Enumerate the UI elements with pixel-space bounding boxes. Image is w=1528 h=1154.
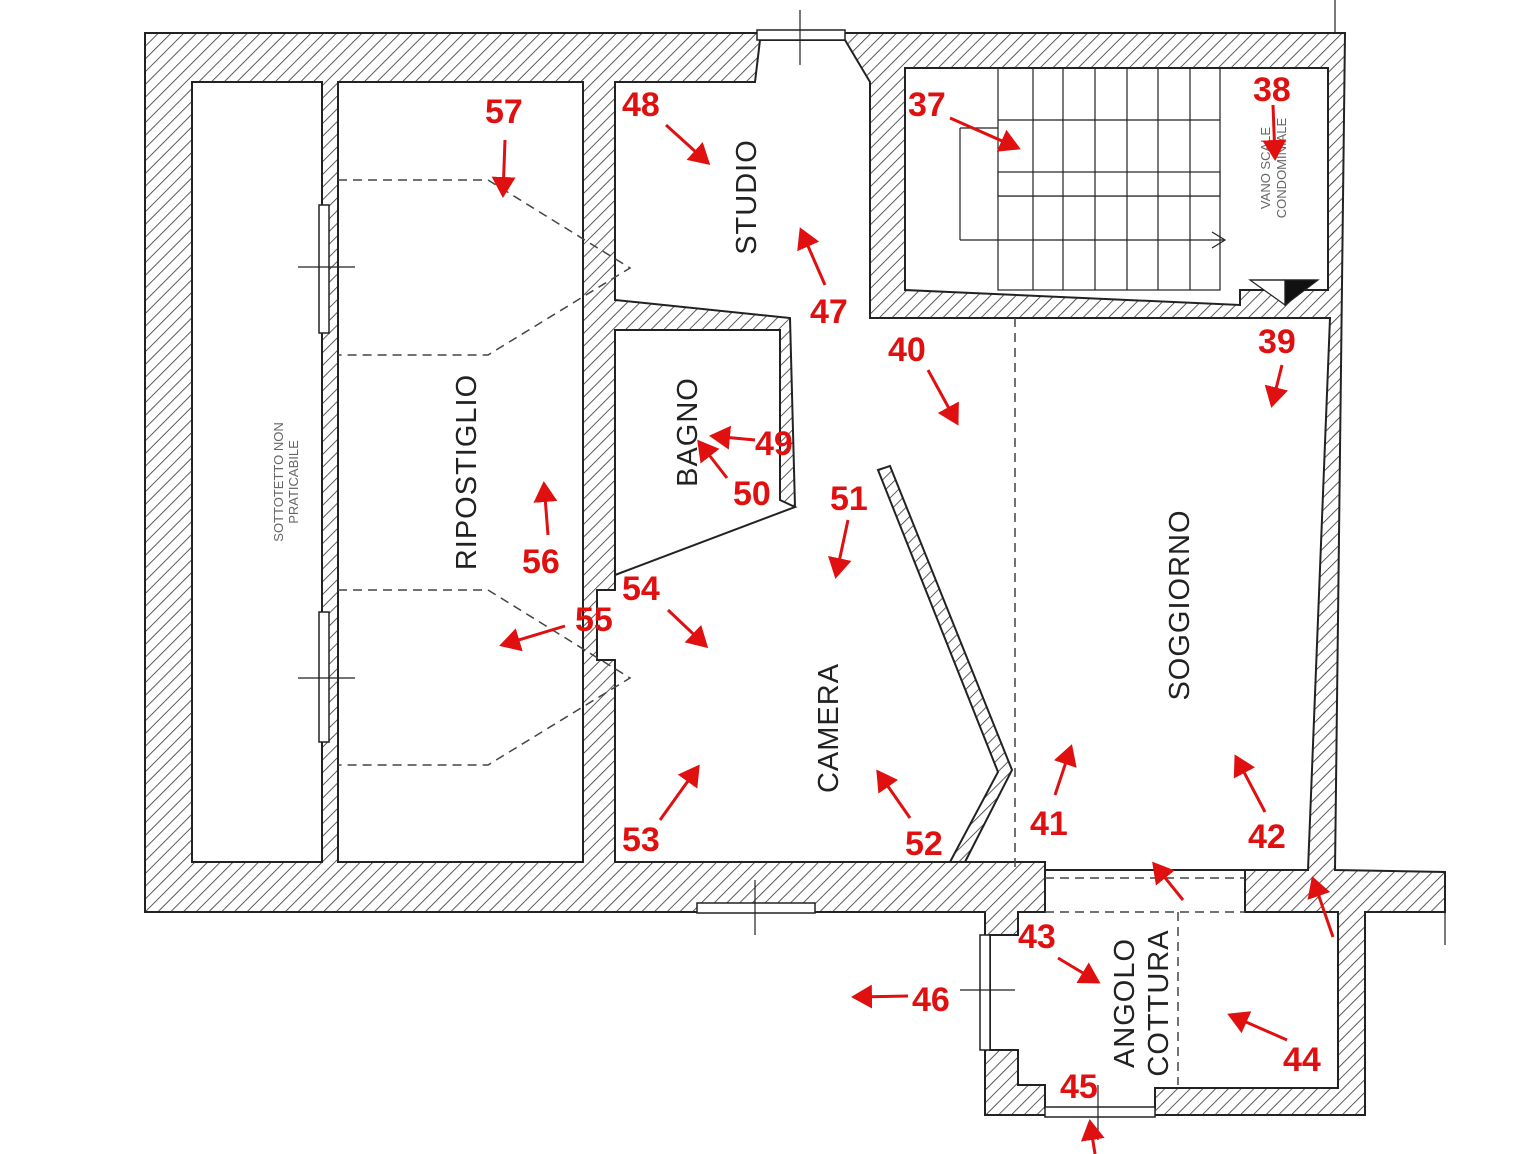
- windows: [298, 10, 1156, 1140]
- marker-49: 49: [755, 425, 793, 463]
- marker-46: 46: [912, 981, 950, 1019]
- room-label-studio: STUDIO: [731, 139, 763, 255]
- photo-arrows: [491, 104, 1335, 1154]
- marker-53: 53: [622, 821, 660, 859]
- room-label-angolo: ANGOLO: [1109, 938, 1141, 1068]
- marker-37: 37: [908, 86, 946, 124]
- marker-50: 50: [733, 475, 771, 513]
- walls: [144, 32, 1446, 1116]
- room-label-ripostiglio: RIPOSTIGLIO: [451, 374, 483, 570]
- marker-40: 40: [888, 331, 926, 369]
- marker-41: 41: [1030, 805, 1068, 843]
- marker-38: 38: [1253, 71, 1291, 109]
- label-sottotetto-1: SOTTOTETTO NON: [271, 422, 286, 541]
- label-vano-scale-2: CONDOMINIALE: [1274, 117, 1289, 218]
- marker-45: 45: [1060, 1068, 1098, 1106]
- marker-44: 44: [1283, 1041, 1321, 1079]
- marker-55: 55: [575, 601, 613, 639]
- dashed-lines: [338, 179, 1245, 1085]
- marker-51: 51: [830, 480, 868, 518]
- marker-48: 48: [622, 86, 660, 124]
- marker-57: 57: [485, 93, 523, 131]
- room-label-camera: CAMERA: [813, 663, 845, 793]
- label-sottotetto-2: PRATICABILE: [286, 440, 301, 524]
- marker-39: 39: [1258, 323, 1296, 361]
- marker-47: 47: [810, 293, 848, 331]
- marker-56: 56: [522, 543, 560, 581]
- room-label-bagno: BAGNO: [672, 377, 704, 487]
- room-label-soggiorno: SOGGIORNO: [1164, 509, 1196, 700]
- label-vano-scale-1: VANO SCALE: [1258, 127, 1273, 209]
- room-label-cottura: COTTURA: [1143, 929, 1175, 1076]
- marker-42: 42: [1248, 818, 1286, 856]
- staircase: [959, 67, 1320, 307]
- marker-52: 52: [905, 825, 943, 863]
- marker-43: 43: [1018, 918, 1056, 956]
- marker-54: 54: [622, 570, 660, 608]
- diagonal-wall: [876, 464, 1014, 863]
